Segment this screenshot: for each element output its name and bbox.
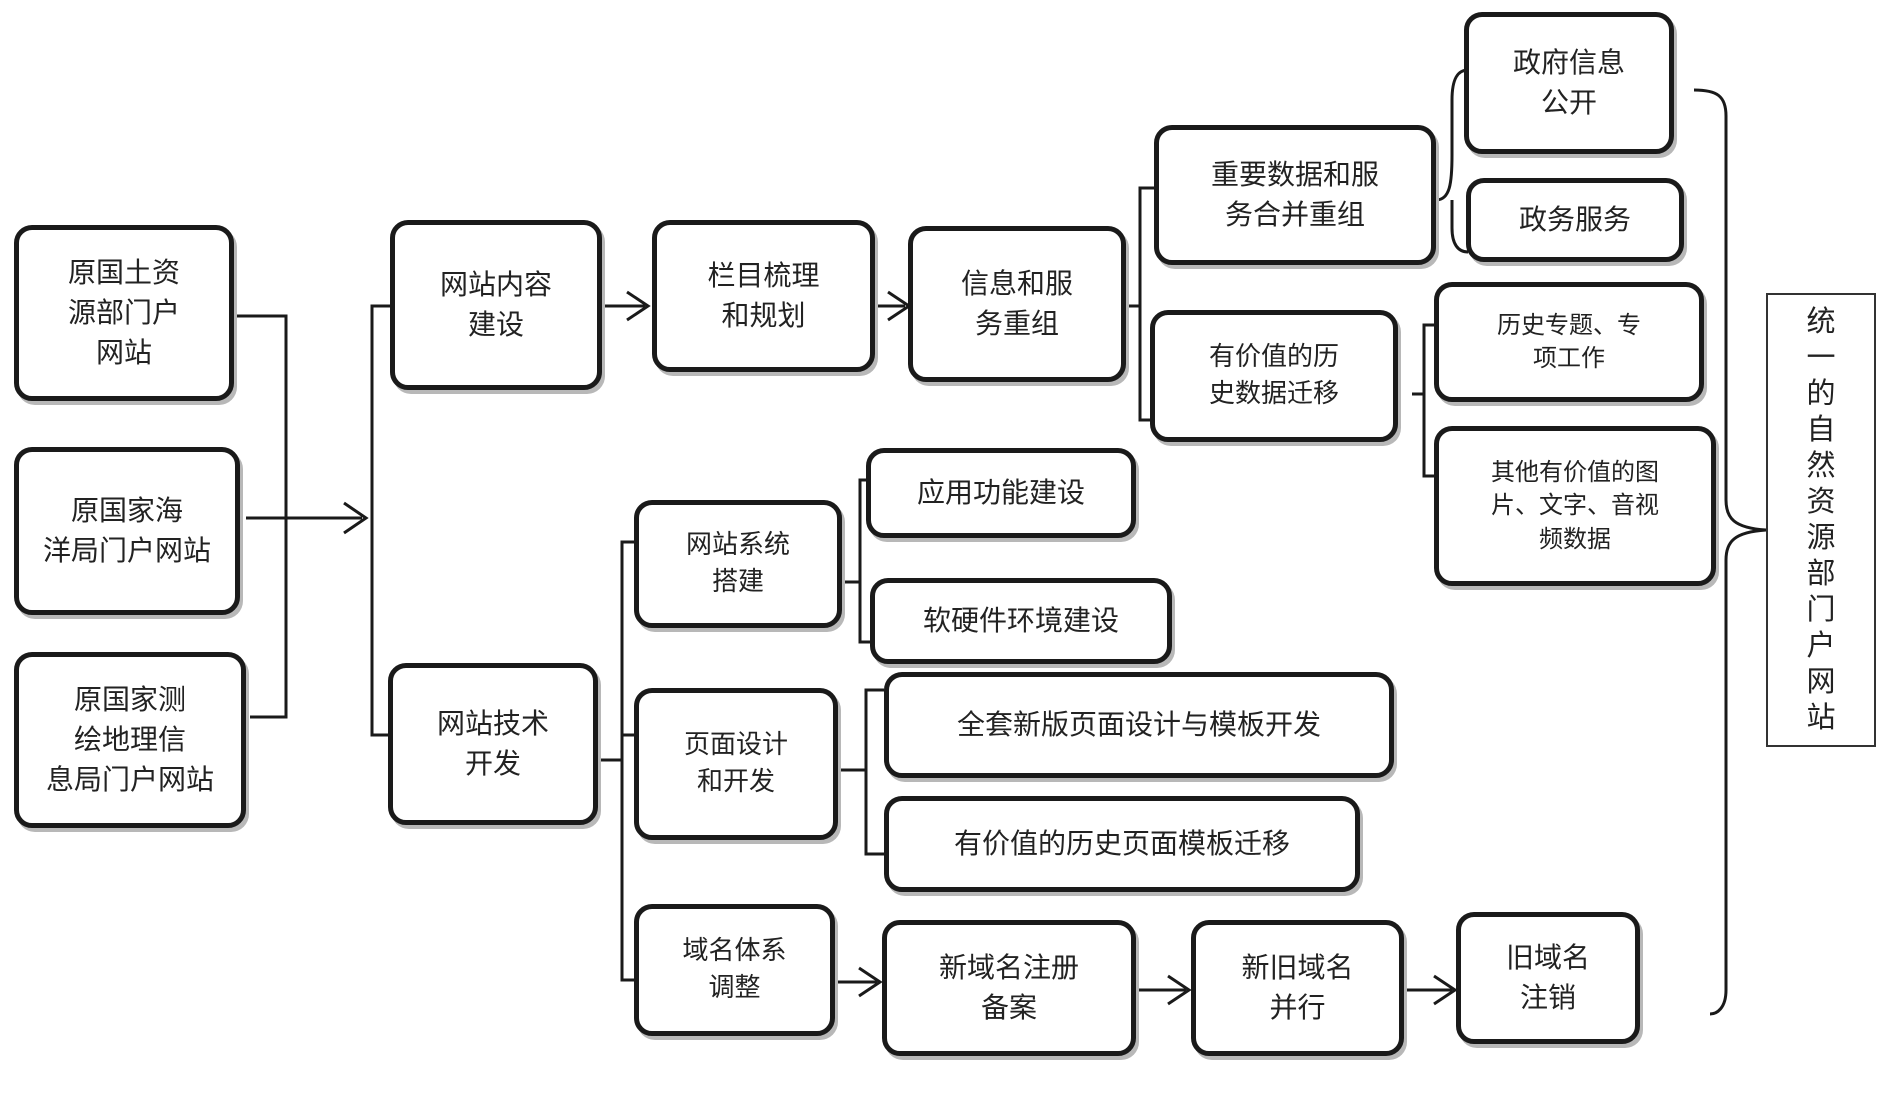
node-history-migrate: 有价值的历 史数据迁移 bbox=[1150, 310, 1398, 442]
arrow-columns-restructure bbox=[875, 290, 912, 322]
arrow-parallel-cancel bbox=[1404, 974, 1458, 1006]
node-domain-cancel: 旧域名 注销 bbox=[1456, 912, 1640, 1044]
node-history-media: 其他有价值的图 片、文字、音视 频数据 bbox=[1434, 426, 1716, 586]
node-gov-services: 政务服务 bbox=[1466, 178, 1684, 262]
migrate-bracket bbox=[1412, 323, 1434, 478]
node-content-build: 网站内容 建设 bbox=[390, 220, 602, 390]
node-new-templates: 全套新版页面设计与模板开发 bbox=[884, 672, 1394, 778]
node-data-merge: 重要数据和服 务合并重组 bbox=[1154, 125, 1436, 265]
node-columns-planning: 栏目梳理 和规划 bbox=[652, 220, 875, 372]
arrow-build-columns bbox=[602, 290, 651, 322]
node-app-features: 应用功能建设 bbox=[866, 448, 1136, 538]
node-domain-parallel: 新旧域名 并行 bbox=[1191, 920, 1404, 1056]
arrow-register-parallel bbox=[1136, 974, 1192, 1006]
node-page-design: 页面设计 和开发 bbox=[634, 688, 838, 840]
node-domain-register: 新域名注册 备案 bbox=[882, 920, 1136, 1056]
node-tech-dev: 网站技术 开发 bbox=[388, 663, 598, 825]
source-ocean-portal: 原国家海 洋局门户网站 bbox=[14, 447, 240, 615]
merge-bracket bbox=[1435, 68, 1469, 254]
node-gov-disclosure: 政府信息 公开 bbox=[1464, 12, 1674, 154]
result-unified-portal: 统一的自然资源部门户网站 bbox=[1766, 293, 1876, 747]
source-land-portal: 原国土资 源部门户 网站 bbox=[14, 225, 234, 401]
arrow-domain-register bbox=[835, 966, 883, 998]
node-history-topics: 历史专题、专 项工作 bbox=[1434, 282, 1704, 402]
node-old-templates: 有价值的历史页面模板迁移 bbox=[884, 796, 1360, 892]
split-bracket bbox=[370, 304, 390, 737]
source-bracket bbox=[236, 314, 288, 719]
tech-bracket bbox=[598, 540, 634, 982]
restructure-bracket bbox=[1126, 186, 1154, 422]
source-survey-portal: 原国家测 绘地理信 息局门户网站 bbox=[14, 652, 246, 828]
node-domain-adjust: 域名体系 调整 bbox=[634, 904, 835, 1036]
node-info-restructure: 信息和服 务重组 bbox=[908, 226, 1126, 382]
page-bracket bbox=[838, 688, 884, 856]
system-bracket bbox=[842, 478, 870, 644]
node-env-build: 软硬件环境建设 bbox=[870, 578, 1172, 664]
node-system-build: 网站系统 搭建 bbox=[634, 500, 842, 628]
merge-arrow bbox=[286, 501, 369, 535]
